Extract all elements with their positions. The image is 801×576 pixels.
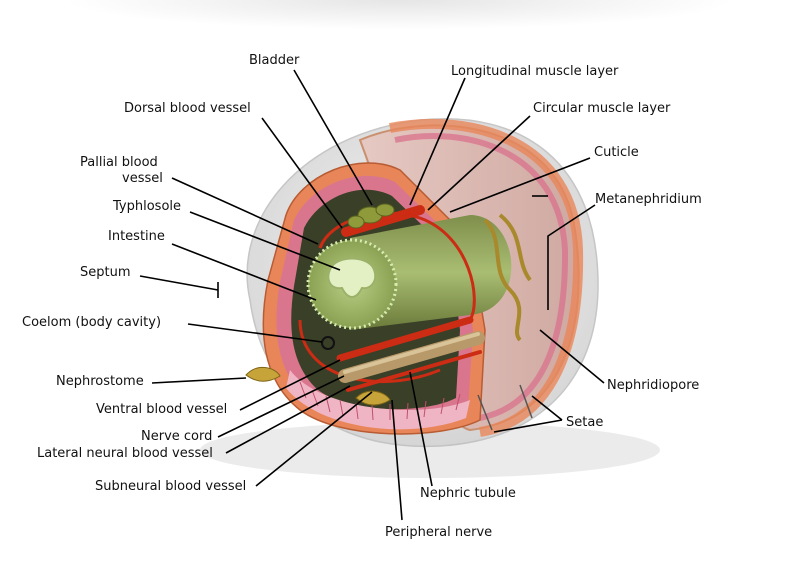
leader-setae-1	[493, 419, 563, 433]
label-metanephridium: Metanephridium	[595, 192, 702, 207]
label-nephric-tubule: Nephric tubule	[420, 486, 516, 501]
label-pallial-blood-vessel-line1: Pallial blood	[80, 155, 158, 170]
label-subneural-blood-vessel: Subneural blood vessel	[95, 479, 247, 494]
subneural-blood-vessel	[346, 350, 482, 392]
nephrostome	[245, 366, 391, 406]
typhlosole-shape	[327, 257, 377, 298]
leader-bladder	[293, 69, 373, 206]
leader-nephridiopore	[539, 329, 605, 384]
leader-subneural	[255, 391, 373, 487]
leader-cuticle	[449, 157, 591, 213]
label-ventral-blood-vessel: Ventral blood vessel	[96, 402, 228, 417]
label-circular-muscle-layer: Circular muscle layer	[533, 101, 671, 116]
ventral-blood-vessel	[336, 316, 474, 362]
label-septum: Septum	[80, 265, 131, 280]
leader-longitudinal	[409, 77, 466, 206]
leader-setae-2	[531, 395, 563, 421]
bladder	[347, 203, 395, 229]
leader-metanephridium	[547, 204, 596, 310]
metanephridium	[483, 213, 532, 342]
label-lateral-neural-blood-vessel: Lateral neural blood vessel	[37, 446, 213, 461]
coelom-marker	[321, 336, 335, 350]
nerve-cord	[338, 331, 485, 383]
label-bladder: Bladder	[249, 53, 300, 68]
leader-pallial	[171, 177, 319, 245]
nerve-cord-highlight	[343, 332, 480, 374]
leader-typhlosole	[189, 211, 341, 271]
leader-lines	[139, 69, 605, 521]
leader-septum	[139, 275, 219, 291]
leader-nerve	[217, 375, 345, 438]
leader-nephrostome	[151, 377, 247, 384]
label-dorsal-blood-vessel: Dorsal blood vessel	[124, 101, 251, 116]
label-intestine: Intestine	[108, 229, 165, 244]
muscle-band-far	[394, 132, 569, 421]
leader-ventral	[239, 359, 341, 411]
leader-nephric	[409, 371, 433, 487]
label-peripheral-nerve: Peripheral nerve	[385, 525, 493, 540]
label-coelom: Coelom (body cavity)	[22, 315, 162, 330]
leader-circular	[427, 115, 531, 211]
label-longitudinal-muscle-layer: Longitudinal muscle layer	[451, 64, 619, 79]
label-setae: Setae	[566, 415, 604, 430]
ground-shadow	[200, 422, 660, 478]
top-shadow	[60, 0, 740, 30]
cuticle-band-far	[389, 118, 584, 437]
label-nerve-cord: Nerve cord	[141, 429, 213, 444]
label-pallial-blood-vessel-line2: vessel	[122, 171, 163, 186]
label-typhlosole: Typhlosole	[113, 199, 182, 214]
leader-lateral	[225, 385, 351, 454]
pallial-blood-vessel	[318, 211, 476, 321]
leader-intestine	[171, 243, 317, 301]
setae	[477, 384, 533, 431]
leader-peripheral	[391, 399, 403, 521]
leader-dorsal	[261, 117, 343, 229]
leader-coelom	[187, 323, 323, 343]
label-cuticle: Cuticle	[594, 145, 639, 160]
label-nephrostome: Nephrostome	[56, 374, 144, 389]
label-nephridiopore: Nephridiopore	[607, 378, 700, 393]
